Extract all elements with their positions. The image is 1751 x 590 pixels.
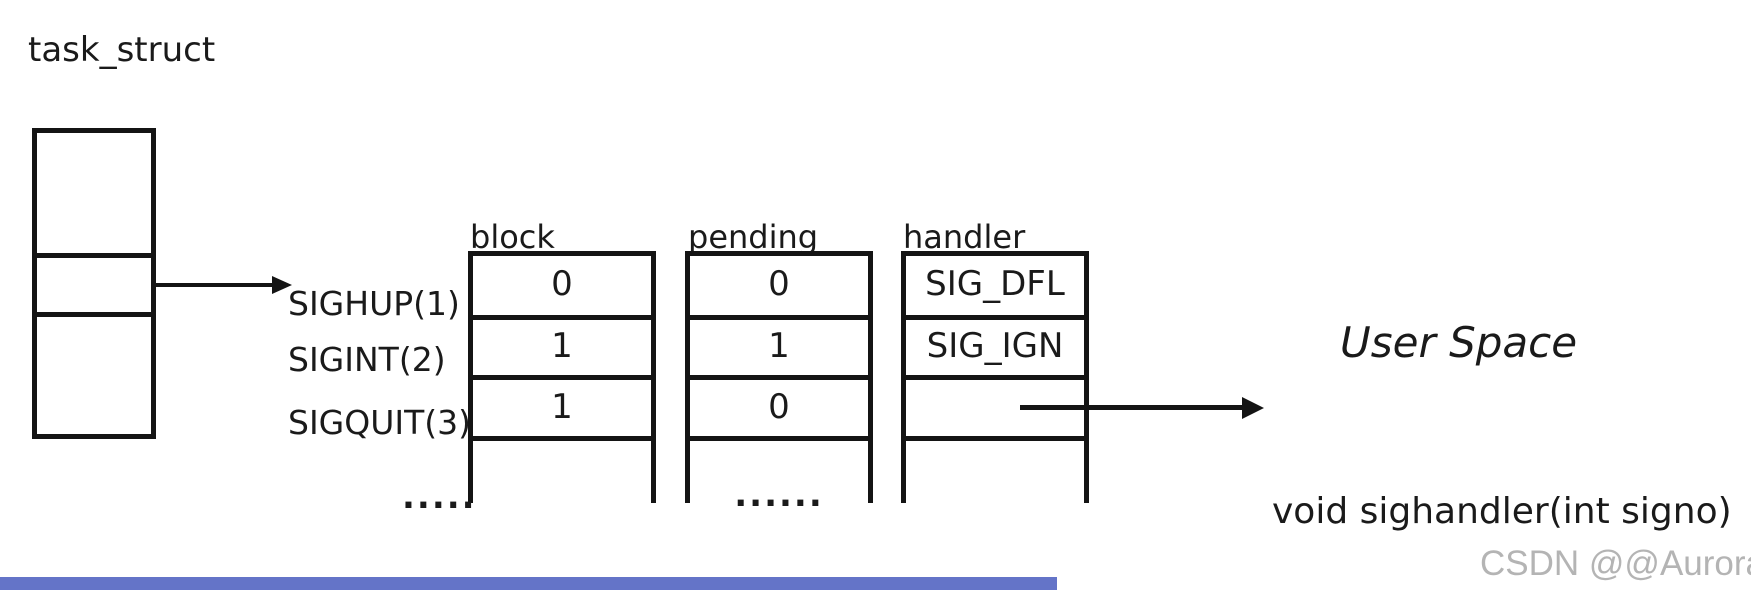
pending-table-divider — [690, 436, 868, 441]
handler-table-divider — [906, 315, 1084, 320]
handler-table-top-border — [906, 251, 1084, 256]
signal-label-sighup: SIGHUP(1) — [288, 284, 460, 323]
column-header-handler: handler — [903, 218, 1026, 256]
column-header-block: block — [470, 218, 555, 256]
pending-table-top-border — [690, 251, 868, 256]
task-struct-cell-3 — [37, 317, 151, 434]
signal-label-sigint: SIGINT(2) — [288, 340, 446, 379]
task-struct-cell-1 — [37, 133, 151, 253]
block-table: 0 1 1 — [468, 251, 656, 503]
signal-label-sigquit: SIGQUIT(3) — [288, 403, 472, 442]
handler-arrow-line — [1020, 405, 1244, 410]
csdn-watermark: CSDN @@Aurora. — [1480, 544, 1751, 583]
handler-arrowhead-icon — [1242, 397, 1264, 419]
block-table-divider — [473, 315, 651, 320]
pending-cell-sigquit: 0 — [768, 387, 790, 427]
task-struct-title: task_struct — [28, 30, 216, 70]
task-struct-box — [32, 128, 156, 439]
block-table-divider — [473, 436, 651, 441]
handler-table-divider — [906, 436, 1084, 441]
pointer-arrow-line — [156, 283, 274, 287]
column-header-pending: pending — [688, 218, 819, 256]
handler-cell-sighup: SIG_DFL — [925, 264, 1065, 304]
block-cell-sigint: 1 — [551, 326, 573, 366]
code-line-signature: void sighandler(int signo) — [1272, 491, 1732, 532]
block-ellipsis: ..... — [402, 477, 477, 517]
handler-code-block: void sighandler(int signo) { ...... } — [1272, 384, 1732, 590]
pending-ellipsis: ...... — [734, 475, 824, 515]
pending-cell-sighup: 0 — [768, 264, 790, 304]
block-table-top-border — [473, 251, 651, 256]
user-space-title: User Space — [1340, 318, 1578, 367]
block-table-divider — [473, 375, 651, 380]
handler-cell-sigint: SIG_IGN — [926, 326, 1064, 366]
pending-table-divider — [690, 375, 868, 380]
pointer-arrowhead-icon — [272, 276, 292, 294]
handler-table: SIG_DFL SIG_IGN — [901, 251, 1089, 503]
task-struct-cell-2 — [37, 253, 151, 317]
pending-table-divider — [690, 315, 868, 320]
block-cell-sighup: 0 — [551, 264, 573, 304]
pending-table: 0 1 0 — [685, 251, 873, 503]
horizontal-scrollbar-thumb[interactable] — [0, 577, 1057, 590]
block-cell-sigquit: 1 — [551, 387, 573, 427]
pending-cell-sigint: 1 — [768, 326, 790, 366]
handler-table-divider — [906, 375, 1084, 380]
